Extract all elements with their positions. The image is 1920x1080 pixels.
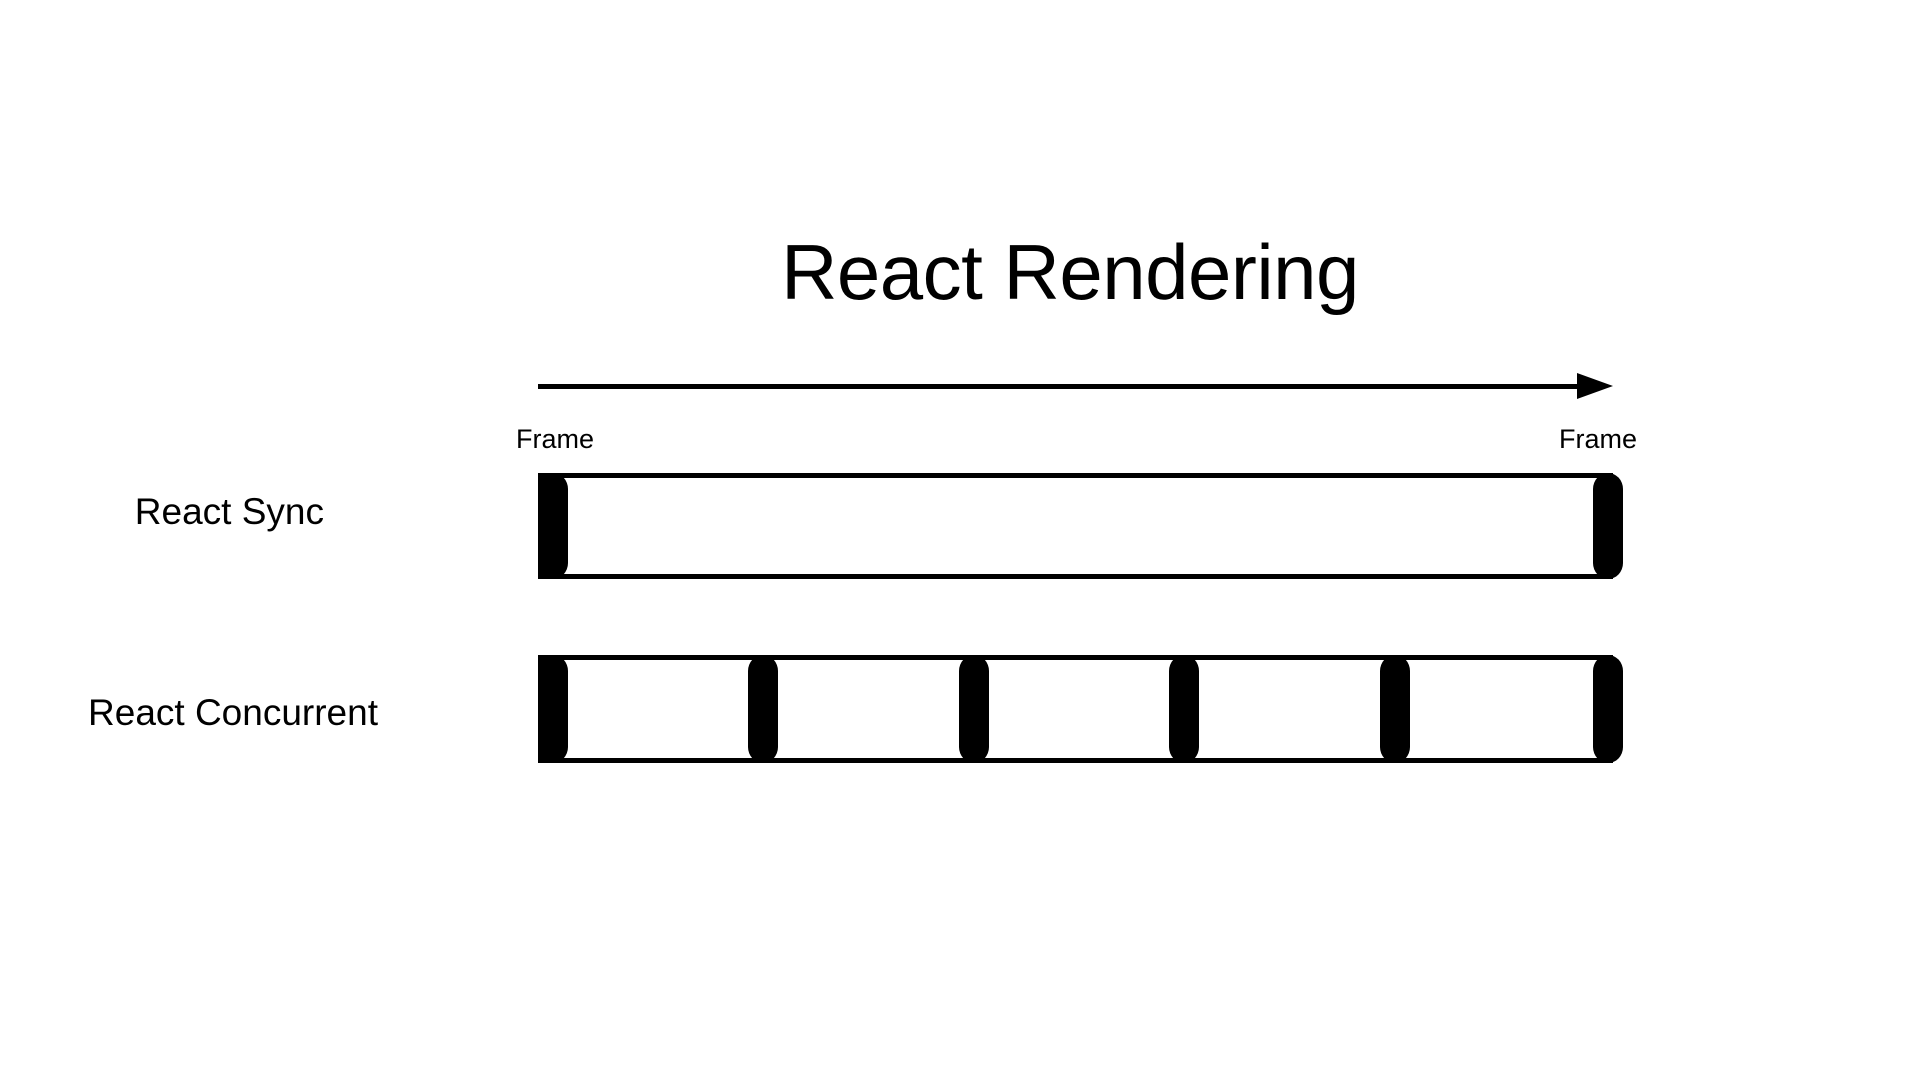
time-axis-arrow (538, 370, 1613, 404)
frame-boundary-marker (1593, 473, 1623, 579)
frame-label-start: Frame (516, 424, 595, 454)
time-axis-line (538, 384, 1585, 389)
react-sync-timeline-bar (538, 473, 1623, 579)
arrow-right-icon (1577, 373, 1613, 399)
row-label-react-concurrent: React Concurrent (88, 692, 378, 733)
frame-label-end: Frame (1559, 424, 1638, 454)
frame-boundary-marker (1593, 655, 1623, 763)
frame-boundary-marker (1380, 655, 1410, 763)
frame-boundary-marker (959, 655, 989, 763)
frame-boundary-marker (538, 655, 568, 763)
row-label-react-sync: React Sync (134, 491, 324, 532)
page-title-text: React Rendering (781, 228, 1359, 316)
frame-boundary-marker (748, 655, 778, 763)
frame-boundary-marker (538, 473, 568, 579)
page-title: React Rendering (0, 224, 1920, 320)
react-concurrent-timeline-bar (538, 655, 1623, 763)
frame-boundary-marker (1169, 655, 1199, 763)
